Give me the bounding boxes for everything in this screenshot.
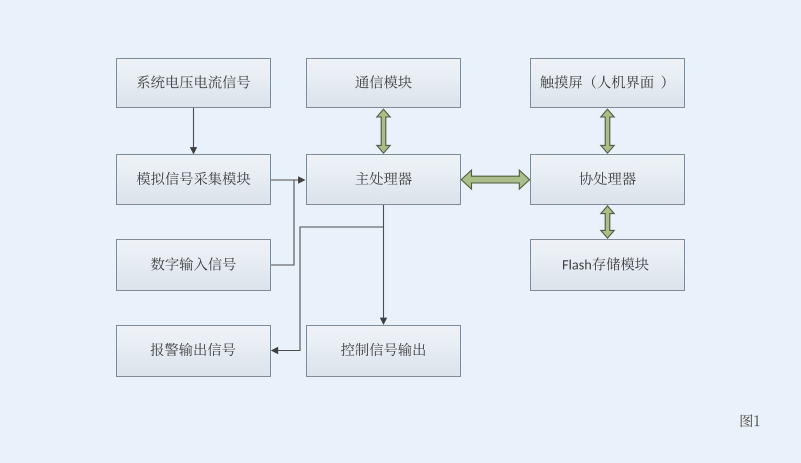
node-analog-signal-acquisition-module: 模拟信号采集模块 xyxy=(116,154,271,205)
figure-caption: 图1 xyxy=(740,414,761,435)
edge-touch-co-double-arrow xyxy=(599,108,616,155)
edge-comm-main-double-arrow xyxy=(375,108,392,155)
node-label-alarm-output-signal: 报警输出信号 xyxy=(150,340,236,361)
arrowhead-main-alarm xyxy=(270,346,279,355)
node-label-touchscreen-hmi: 触摸屏（人机界面） xyxy=(543,73,672,94)
node-communication-module: 通信模块 xyxy=(306,58,461,108)
node-label-co-processor: 协处理器 xyxy=(579,169,636,190)
node-system-voltage-current-signal: 系统电压电流信号 xyxy=(116,58,271,108)
node-label-flash-storage-module: Flash存储模块 xyxy=(563,255,652,276)
edge-main-co-double-arrow xyxy=(460,168,531,191)
edge-co-flash-double-arrow xyxy=(599,204,616,240)
node-alarm-output-signal: 报警输出信号 xyxy=(115,324,271,377)
node-label-analog-signal-acquisition-module: 模拟信号采集模块 xyxy=(136,169,251,190)
node-label-system-voltage-current-signal: 系统电压电流信号 xyxy=(136,73,251,94)
node-digital-input-signal: 数字输入信号 xyxy=(116,239,271,291)
node-label-control-signal-output: 控制信号输出 xyxy=(340,340,426,361)
edge-digital-join xyxy=(271,180,295,266)
node-label-main-processor: 主处理器 xyxy=(355,169,412,190)
node-label-communication-module: 通信模块 xyxy=(355,73,412,94)
arrowhead-analog-main xyxy=(298,176,306,184)
node-main-processor: 主处理器 xyxy=(306,154,461,205)
node-control-signal-output: 控制信号输出 xyxy=(306,324,461,377)
node-label-digital-input-signal: 数字输入信号 xyxy=(150,255,236,276)
node-flash-storage-module: Flash存储模块 xyxy=(530,239,685,291)
node-co-processor: 协处理器 xyxy=(530,154,685,205)
node-touchscreen-hmi: 触摸屏（人机界面） xyxy=(530,58,685,108)
